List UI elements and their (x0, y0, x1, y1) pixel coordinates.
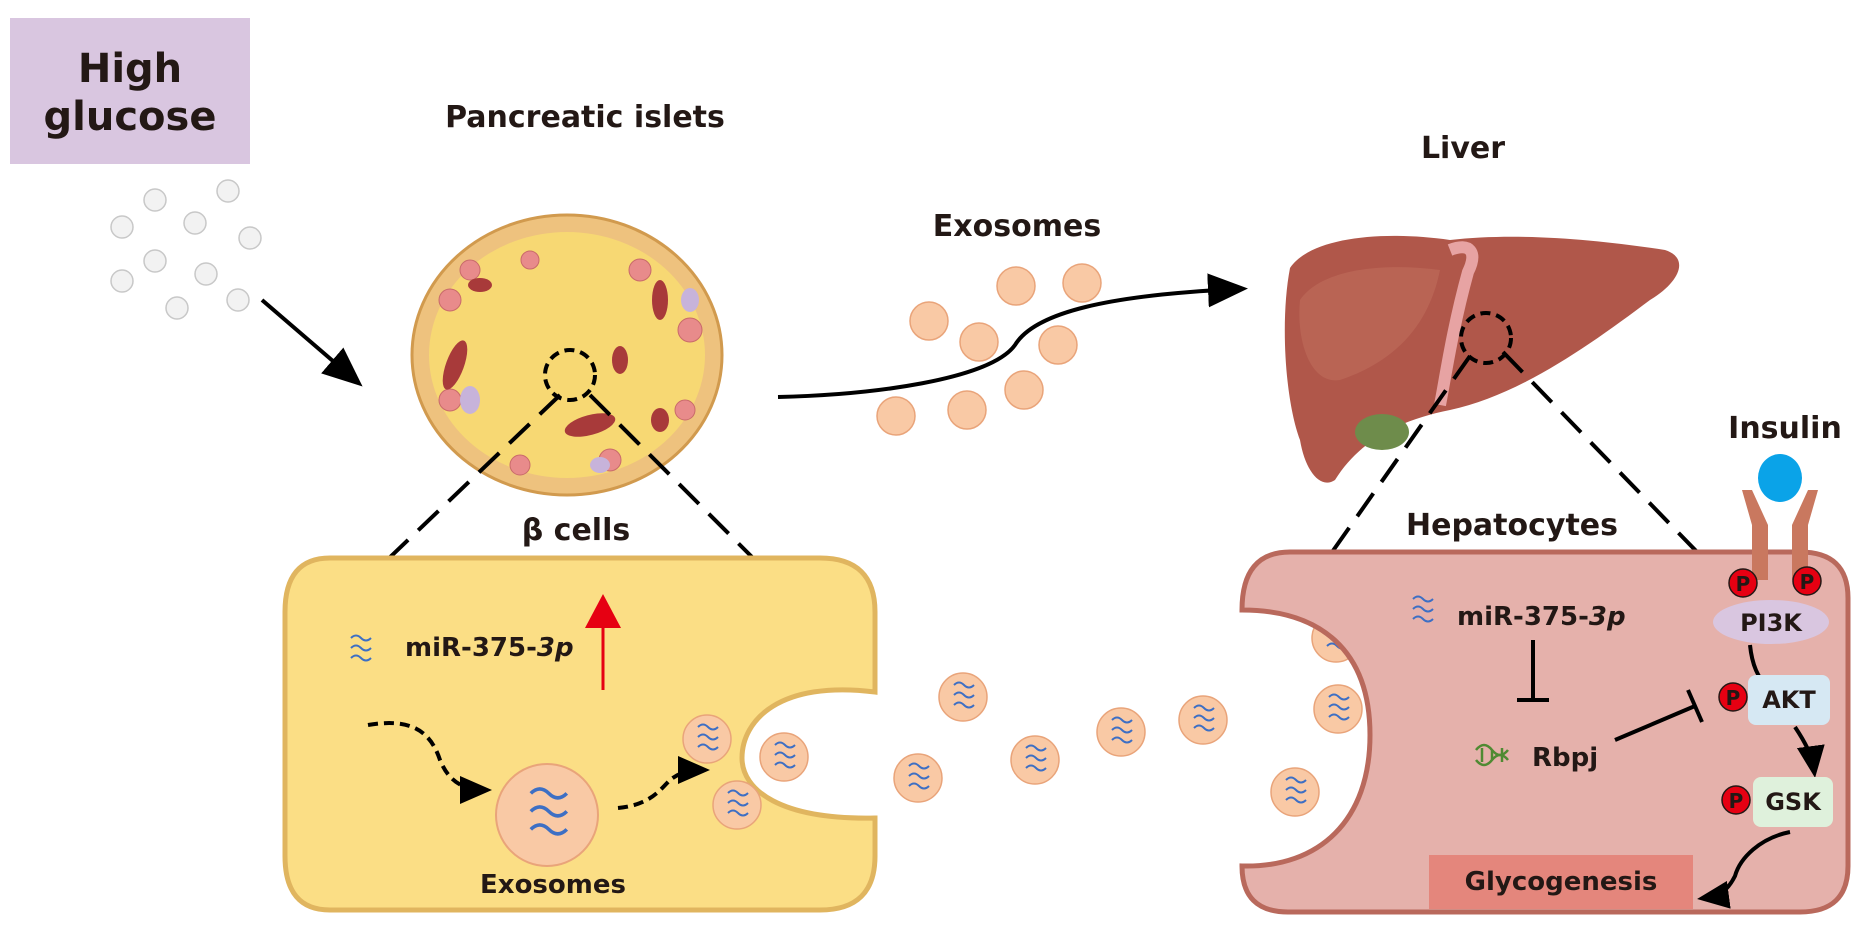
glycogenesis-label: Glycogenesis (1465, 867, 1658, 897)
insulin-molecule (1758, 454, 1802, 502)
phospho-receptor-left-label: P (1736, 572, 1751, 596)
akt-label: AKT (1762, 686, 1816, 714)
mirna-left-suffix: 3p (537, 633, 574, 663)
exosome-large (495, 763, 599, 867)
high-glucose-label-line1: High (78, 46, 182, 92)
mirna-left-label: miR-375-3p (405, 633, 574, 663)
mirna-to-exosome-arrow (367, 721, 492, 804)
phospho-receptor-right-label: P (1800, 570, 1815, 594)
phospho-gsk (1721, 785, 1751, 815)
glucose-particles (110, 179, 262, 320)
pancreatic-islets-label: Pancreatic islets (445, 100, 725, 135)
mirna-right-suffix: 3p (1589, 602, 1626, 632)
upregulation-arrow-head (585, 594, 621, 628)
phospho-receptor-left (1728, 568, 1758, 598)
insulin-label: Insulin (1728, 411, 1842, 446)
pancreatic-islet (410, 213, 724, 497)
gsk-label: GSK (1765, 788, 1822, 816)
phospho-receptor-right (1792, 566, 1822, 596)
gsk-node (1753, 777, 1833, 827)
exosome-secretion-arrow (617, 756, 710, 810)
gsk-to-glycogenesis-arrow (1697, 830, 1791, 909)
high-glucose-box (10, 18, 250, 164)
mirna-right-prefix: miR-375- (1457, 602, 1589, 632)
exosomes-top-label: Exosomes (933, 209, 1101, 244)
phospho-akt-label: P (1726, 686, 1741, 710)
rbpj-gene-icon (1475, 743, 1509, 767)
exosomes-bottom-label: Exosomes (480, 870, 626, 900)
mirna-inhibits-rbpj (1517, 640, 1549, 702)
phospho-akt (1718, 682, 1748, 712)
islet-to-liver-arrow (777, 273, 1248, 399)
glucose-to-islet-arrow (260, 298, 363, 387)
liver-label: Liver (1421, 131, 1505, 166)
akt-node (1748, 675, 1830, 725)
high-glucose-label-line2: glucose (44, 94, 217, 140)
glycogenesis-box (1429, 855, 1693, 909)
phospho-gsk-label: P (1729, 789, 1744, 813)
hepatocyte-cell (1239, 549, 1851, 915)
liver (1284, 235, 1680, 483)
beta-cells-label: β cells (522, 513, 630, 548)
pi3k-label: PI3K (1740, 609, 1803, 637)
liver-zoom-line-right (1501, 350, 1702, 557)
hepatocytes-label: Hepatocytes (1406, 508, 1618, 543)
rbpj-inhibits-akt (1614, 689, 1704, 742)
akt-to-gsk-arrow (1793, 725, 1825, 778)
rbpj-label: Rbpj (1532, 743, 1598, 773)
mirna-left-prefix: miR-375- (405, 633, 537, 663)
insulin-receptor (1742, 490, 1818, 580)
exosome-cluster-top (876, 263, 1102, 436)
mirna-right-label: miR-375-3p (1457, 602, 1626, 632)
pi3k-node (1713, 600, 1829, 644)
